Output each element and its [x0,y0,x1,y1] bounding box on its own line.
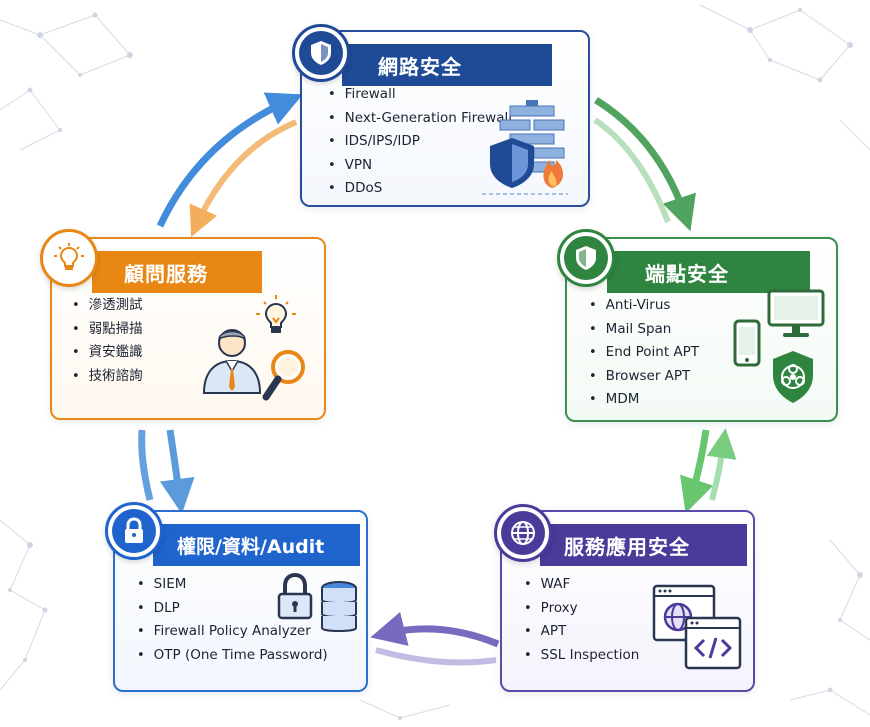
arrow-endpoint-to-service-app [680,429,714,514]
code-window-icon [684,616,742,670]
consulting-services-badge [40,229,98,287]
arrow-access-to-service-app [375,647,497,666]
list-item: WAF [524,573,639,597]
access-data-audit-header: 權限/資料/Audit [153,524,360,566]
service-application-security-header: 服務應用安全 [540,524,747,566]
list-item: Firewall Policy Analyzer [137,620,328,644]
list-item: Anti-Virus [589,294,699,318]
list-item: 資安鑑識 [72,341,143,365]
access-data-audit-list: SIEM DLP Firewall Policy Analyzer OTP (O… [137,573,328,667]
network-security-list: Firewall Next-Generation Firewall IDS/IP… [328,83,512,201]
list-item: Mail Span [589,318,699,342]
service-application-security-badge [494,504,552,562]
list-item: SIEM [137,573,328,597]
shield-icon [311,41,331,65]
list-item: SSL Inspection [524,644,640,668]
list-item: End Point APT [589,341,699,365]
list-item: OTP (One Time Password) [137,644,328,668]
lightbulb-icon [54,243,84,270]
list-item: MDM [589,388,699,412]
list-item: 技術諮詢 [72,365,143,389]
consulting-services-title: 顧問服務 [124,261,208,286]
shield-icon [576,246,596,270]
service-application-security-title: 服務應用安全 [564,534,690,559]
endpoint-security-title: 端點安全 [645,261,729,286]
arrow-network-to-endpoint [594,97,696,232]
arrow-endpoint-to-network [593,117,671,224]
list-item: Firewall [328,83,512,107]
arrow-network-to-consulting [189,119,298,237]
arrow-service-app-to-access [370,611,500,648]
arrow-consulting-to-access [159,429,195,514]
endpoint-security-header: 端點安全 [607,251,810,293]
biohazard-shield-icon [773,351,813,403]
service-application-security-card: 服務應用安全 WAF Proxy APT SSL Inspection [494,504,755,692]
globe-icon [511,521,535,545]
network-security-card: 網路安全 Firewall Next-Generation Firewall I… [292,24,590,207]
list-item: 弱點掃描 [72,318,143,342]
phone-icon [733,319,761,367]
list-item: Proxy [524,597,639,621]
lightbulb-icon [256,295,296,333]
endpoint-security-badge [557,229,615,287]
list-item: DLP [137,597,328,621]
list-item: IDS/IPS/IDP [328,130,512,154]
monitor-icon [767,289,825,337]
lock-icon [125,517,143,543]
consulting-services-card: 顧問服務 滲透測試 弱點掃描 資安鑑識 技術諮詢 [40,229,326,420]
access-data-audit-badge [105,502,163,560]
list-item: Browser APT [589,365,699,389]
service-application-security-list: WAF Proxy APT SSL Inspection [524,573,640,668]
magnifier-icon [262,350,305,401]
endpoint-security-card: 端點安全 Anti-Virus Mail Span End Point APT … [557,229,838,422]
arrow-access-to-consulting [138,429,154,501]
list-item: DDoS [328,177,512,201]
list-item: 滲透測試 [72,294,143,318]
database-icon [321,581,357,632]
firewall-icon [482,100,568,195]
consulting-services-list: 滲透測試 弱點掃描 資安鑑識 技術諮詢 [72,294,143,388]
network-security-badge [292,24,350,82]
list-item: VPN [328,154,512,178]
access-data-audit-card: 權限/資料/Audit SIEM DLP Firewall Policy Ana… [105,502,368,692]
list-item: APT [524,620,639,644]
arrow-consulting-to-network [156,92,303,228]
access-data-audit-title: 權限/資料/Audit [177,535,325,558]
consultant-icon [202,329,262,394]
consulting-services-header: 顧問服務 [92,251,262,293]
network-security-title: 網路安全 [378,54,462,79]
padlock-icon [277,572,313,620]
endpoint-security-list: Anti-Virus Mail Span End Point APT Brows… [589,294,699,412]
list-item: Next-Generation Firewall [328,107,512,131]
network-security-header: 網路安全 [342,44,552,86]
arrow-service-app-to-endpoint [706,428,737,501]
